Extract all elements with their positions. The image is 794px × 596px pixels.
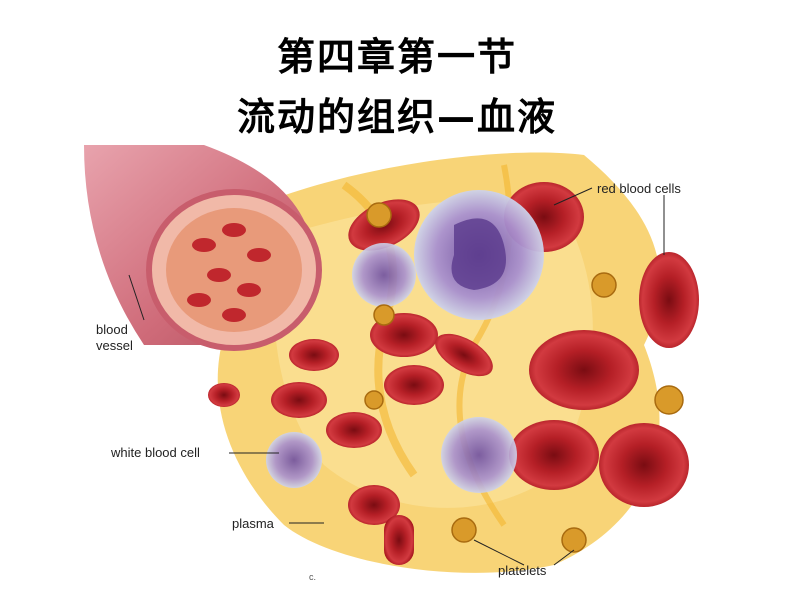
label-blood-vessel-line1: blood — [96, 322, 128, 337]
label-red-blood-cells: red blood cells — [597, 181, 681, 196]
platelets — [364, 202, 684, 553]
blood-vessel — [84, 145, 322, 351]
image-credit: c. — [309, 572, 317, 582]
label-plasma: plasma — [232, 516, 274, 531]
label-white-blood-cell: white blood cell — [111, 445, 200, 460]
slide-title-line2: 流动的组织—血液 — [236, 95, 557, 139]
white-blood-cells — [266, 190, 544, 493]
label-pointers — [128, 187, 665, 566]
slide-title-line1: 第四章第一节 — [276, 35, 517, 79]
blood-illustration — [84, 145, 699, 573]
label-blood-vessel: blood vessel — [96, 322, 156, 354]
label-platelets: platelets — [498, 563, 547, 578]
label-blood-vessel-line2: vessel — [96, 338, 133, 353]
